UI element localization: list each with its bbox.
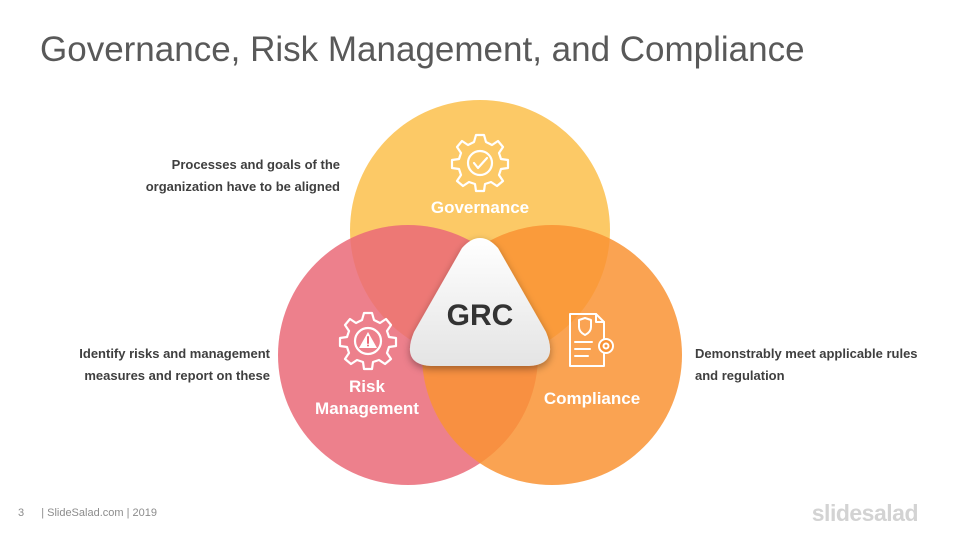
grc-center-label: GRC (447, 299, 514, 332)
compliance-description-line1: Demonstrably meet applicable rules (695, 346, 918, 361)
risk-description: Identify risks and management measures a… (79, 343, 270, 387)
governance-description: Processes and goals of the organization … (146, 154, 340, 198)
governance-label: Governance (431, 198, 529, 217)
compliance-description-line2: and regulation (695, 368, 785, 383)
document-gear-icon (569, 313, 614, 367)
footer-text: | SlideSalad.com | 2019 (41, 507, 157, 519)
compliance-description: Demonstrably meet applicable rules and r… (695, 343, 918, 387)
risk-description-line1: Identify risks and management (79, 346, 270, 361)
slidesalad-logo: slidesalad (811, 500, 919, 526)
governance-description-line2: organization have to be aligned (145, 179, 340, 194)
slide-title: Governance, Risk Management, and Complia… (40, 30, 805, 69)
risk-label-line1: Risk (349, 377, 385, 396)
grc-center-triangle (409, 238, 551, 366)
gear-check-icon (450, 133, 510, 193)
risk-description-line2: measures and report on these (84, 368, 270, 383)
governance-description-line1: Processes and goals of the (171, 157, 340, 172)
risk-label-line2: Management (315, 399, 419, 418)
gear-warning-icon (338, 311, 398, 371)
slide-footer: 3 | SlideSalad.com | 2019 (18, 507, 157, 519)
compliance-label: Compliance (544, 389, 640, 408)
slide-number: 3 (18, 507, 25, 519)
